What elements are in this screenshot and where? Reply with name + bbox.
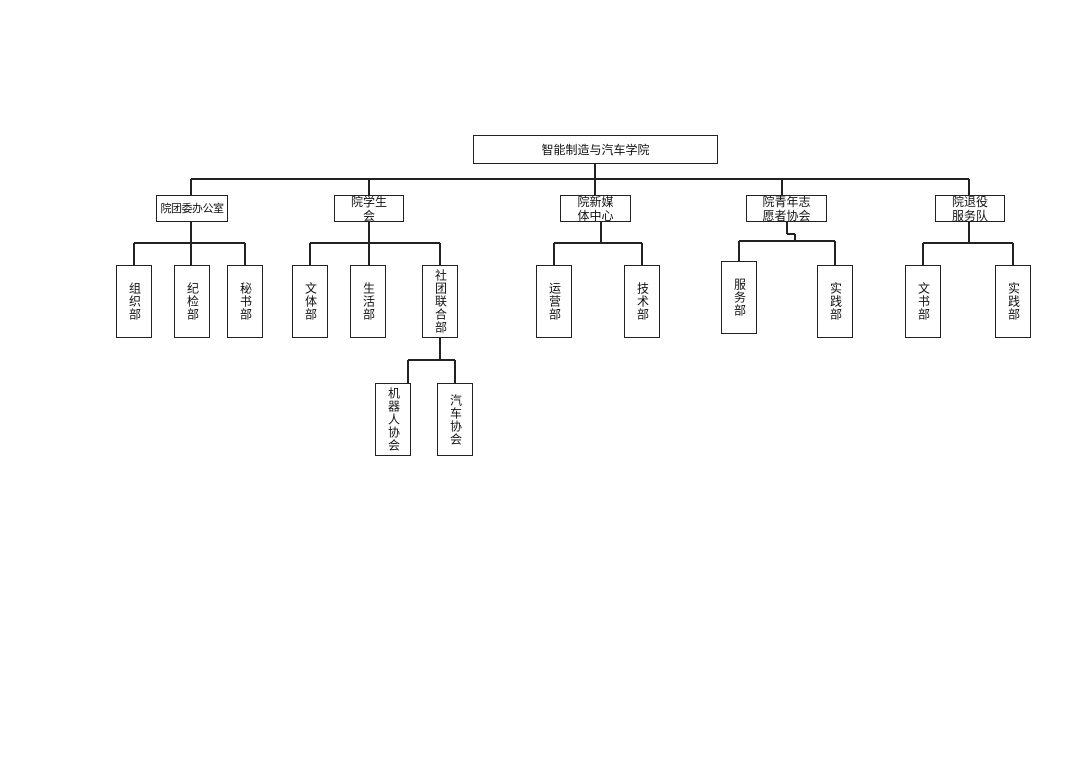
veteran-practice-dept-node: 实践部 — [995, 265, 1031, 338]
operations-dept-node: 运营部 — [536, 265, 572, 338]
secretary-dept-node: 秘书部 — [227, 265, 263, 338]
organization-dept-node: 组织部 — [116, 265, 152, 338]
documents-dept-node: 文书部 — [905, 265, 941, 338]
robot-club-node: 机器人协会 — [375, 383, 411, 456]
club-federation-node: 社团联合部 — [422, 265, 458, 338]
media-center-node: 院新媒 体中心 — [560, 195, 631, 223]
arts-sports-dept-node: 文体部 — [292, 265, 328, 338]
veterans-node: 院退役 服务队 — [935, 195, 1005, 223]
tech-dept-node: 技术部 — [624, 265, 660, 338]
discipline-dept-node: 纪检部 — [174, 265, 210, 338]
practice-dept-node: 实践部 — [817, 265, 853, 338]
volunteers-node: 院青年志 愿者协会 — [746, 195, 827, 223]
auto-club-node: 汽车协会 — [437, 383, 473, 456]
life-dept-node: 生活部 — [350, 265, 386, 338]
service-dept-node: 服务部 — [721, 261, 757, 334]
root-node: 智能制造与汽车学院 — [473, 135, 718, 164]
student-union-node: 院学生 会 — [334, 195, 404, 223]
office-node: 院团委办公室 — [156, 195, 228, 222]
